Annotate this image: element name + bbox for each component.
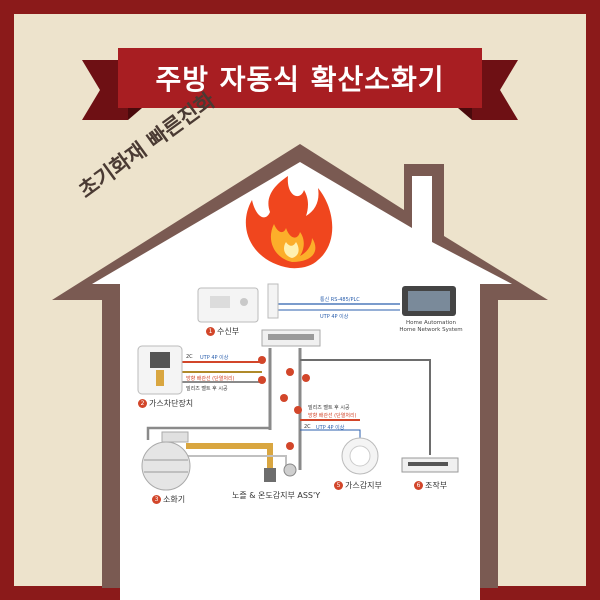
label-nozzle: 노즐 & 온도감지부 ASS'Y bbox=[232, 491, 321, 500]
home-network-unit bbox=[402, 286, 456, 316]
repeater-unit bbox=[261, 283, 321, 347]
gas-valve-red-note: 방향 배관선 (단열처리) bbox=[186, 376, 235, 382]
extinguisher-unit bbox=[141, 431, 191, 491]
center-cable: UTP 4P 이상 bbox=[316, 425, 345, 431]
flame-icon bbox=[245, 176, 333, 269]
gas-valve-cable: UTP 4P 이상 bbox=[200, 355, 229, 361]
gas-detector-unit bbox=[341, 437, 379, 475]
center-wire: 2C bbox=[304, 424, 311, 430]
center-red-note: 방향 배관선 (단열처리) bbox=[308, 413, 357, 419]
home-network-label: Home Automation Home Network System bbox=[399, 320, 463, 333]
page-title: 주방 자동식 확산소화기 bbox=[155, 63, 445, 96]
receiver-unit bbox=[197, 287, 259, 323]
link-cable: UTP 4P 이상 bbox=[320, 314, 349, 320]
control-unit bbox=[401, 457, 459, 473]
gas-valve-unit bbox=[137, 345, 183, 395]
link-protocol: 통신 RS-485/PLC bbox=[320, 297, 360, 303]
nozzle-unit bbox=[264, 463, 297, 482]
center-gray-note: 빌리즈 벨트 후 시공 bbox=[308, 405, 350, 411]
gas-valve-gray-note: 빌리즈 벨트 후 시공 bbox=[186, 386, 228, 392]
title-banner bbox=[82, 48, 518, 120]
gas-valve-wire: 2C bbox=[186, 354, 193, 360]
connection-lines bbox=[146, 303, 431, 470]
